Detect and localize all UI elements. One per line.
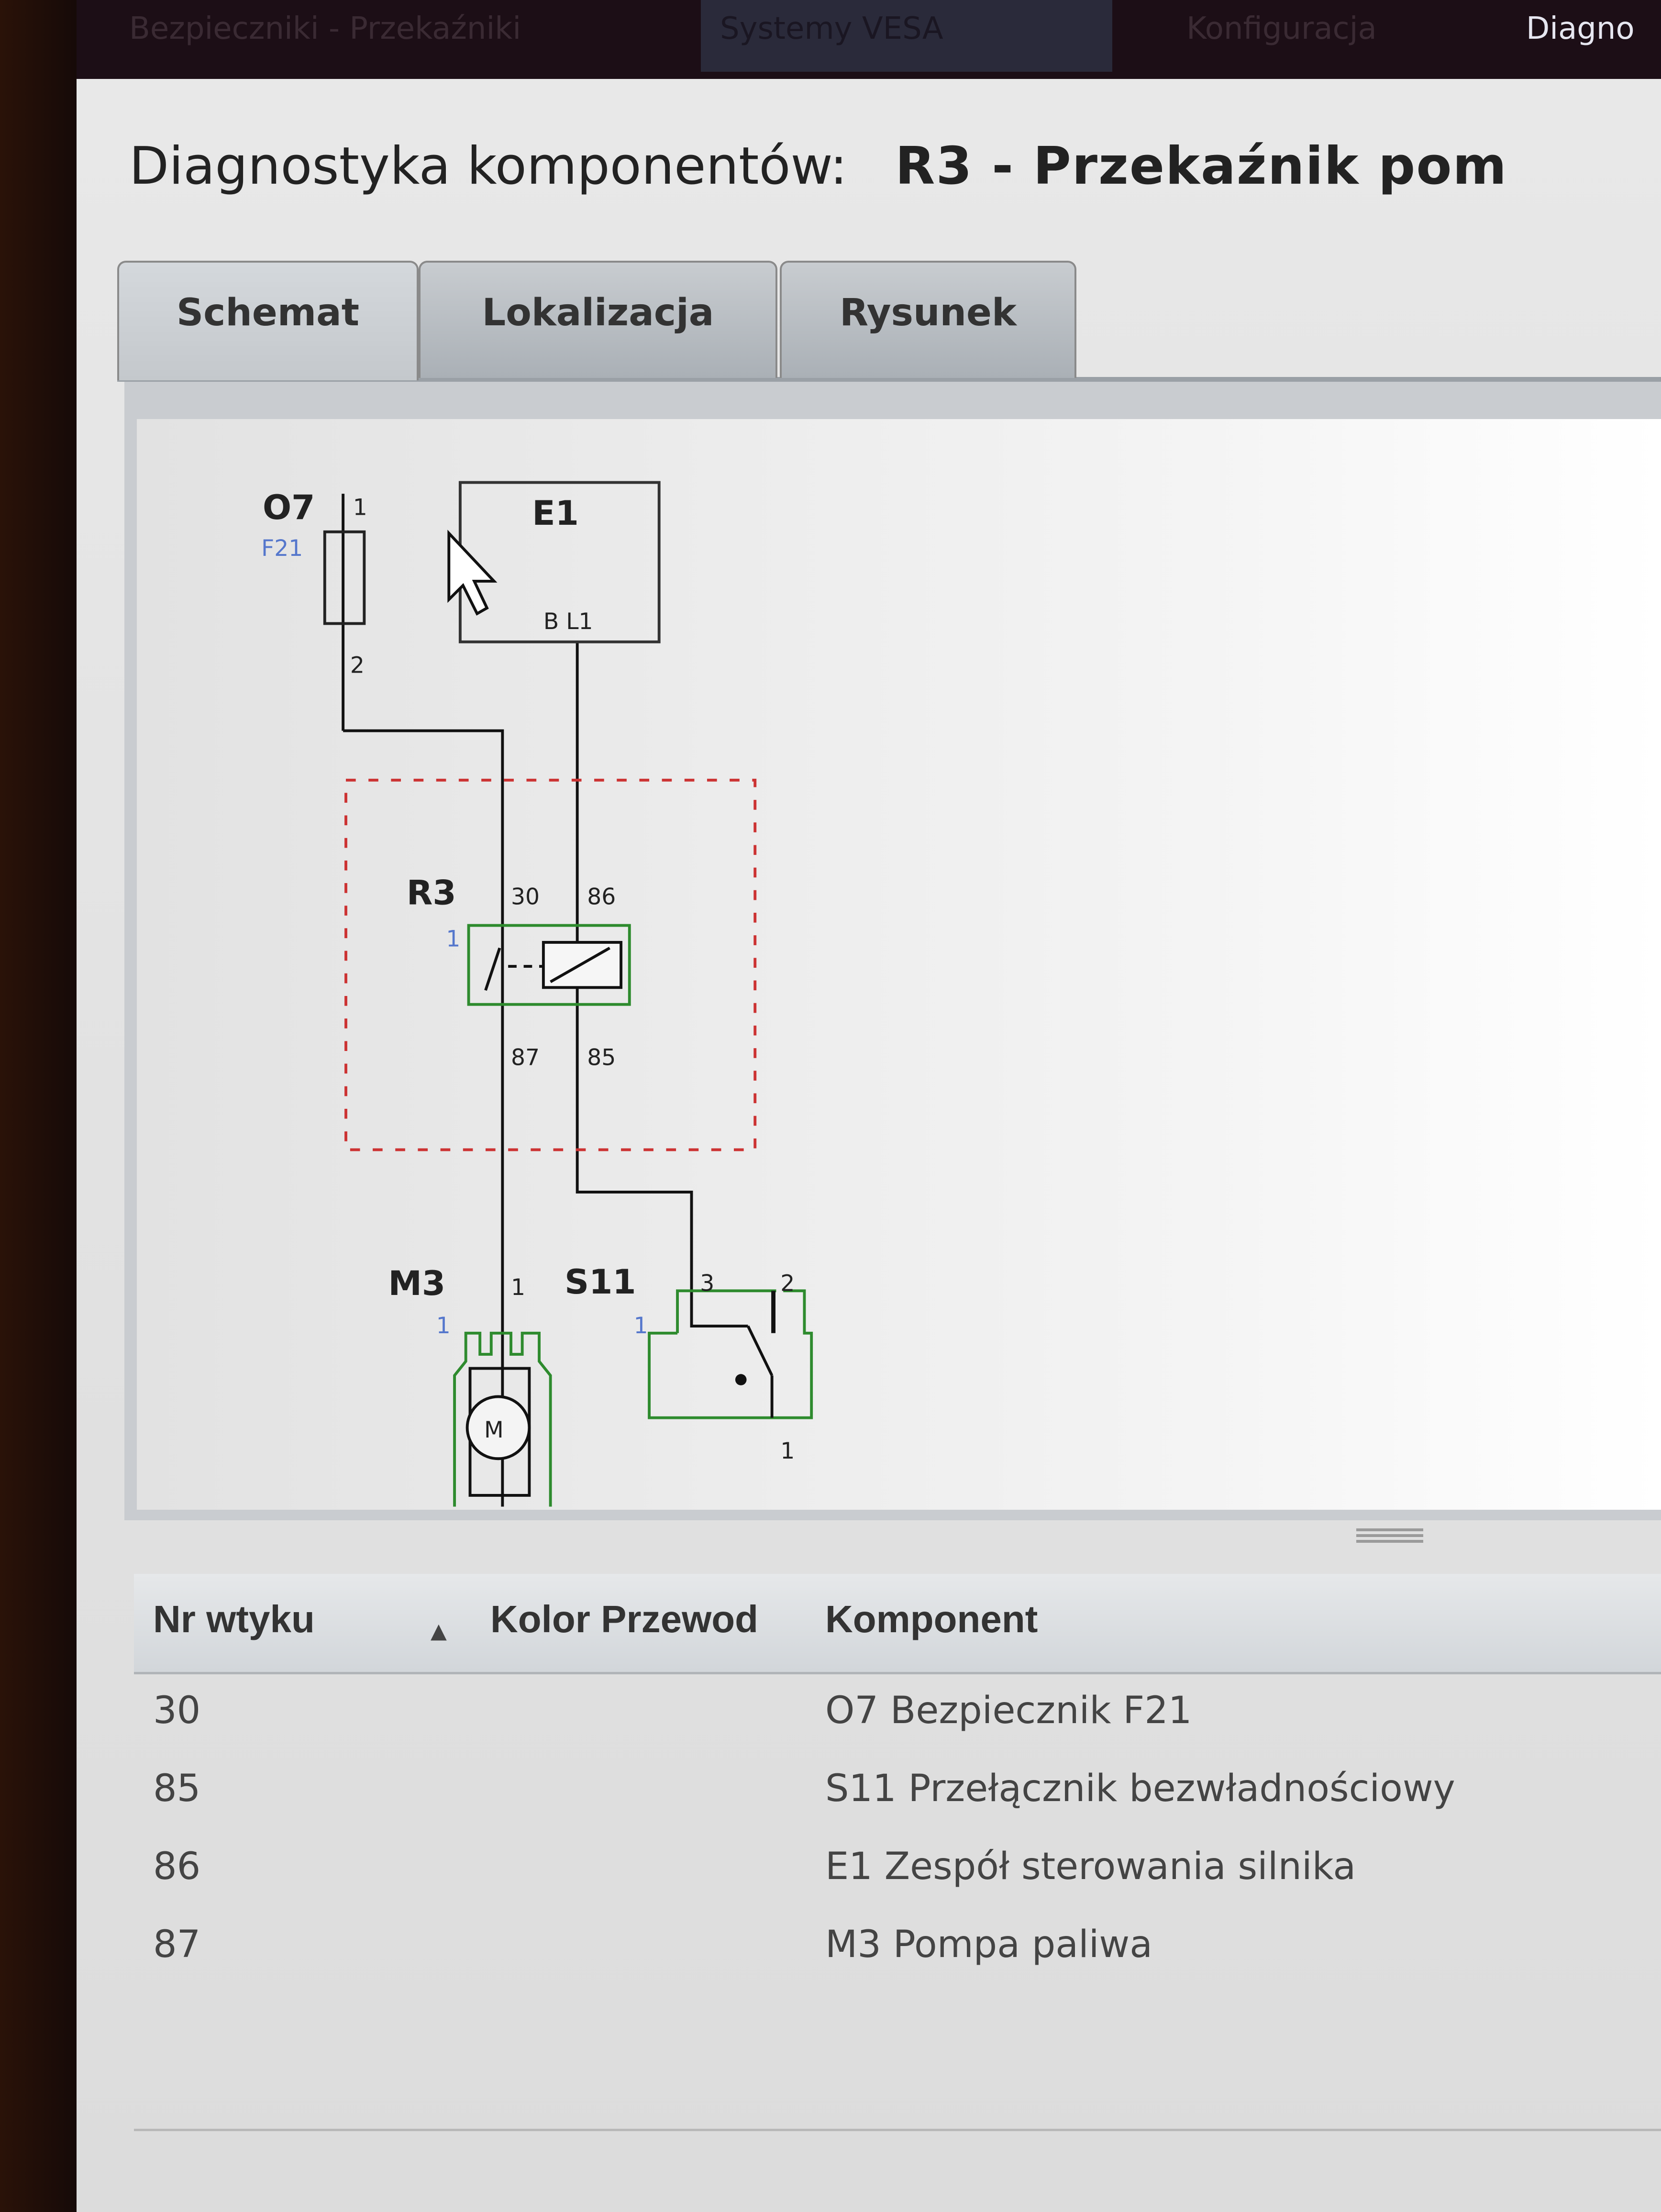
- cell-component: O7 Bezpiecznik F21: [825, 1689, 1192, 1732]
- schematic-canvas[interactable]: [137, 419, 1661, 1510]
- table-row[interactable]: 30 O7 Bezpiecznik F21: [134, 1672, 1661, 1750]
- title-prefix: Diagnostyka komponentów:: [129, 136, 848, 196]
- cell-pin: 86: [153, 1845, 201, 1888]
- top-tab-systems[interactable]: Systemy VESA: [701, 0, 1112, 72]
- cell-pin: 85: [153, 1767, 201, 1810]
- table-row[interactable]: 87 M3 Pompa paliwa: [134, 1906, 1661, 1984]
- column-header-component[interactable]: Komponent: [825, 1598, 1038, 1640]
- component-name: R3 - Przekaźnik pom: [895, 136, 1508, 196]
- tab-rysunek[interactable]: Rysunek: [780, 261, 1076, 378]
- tab-schemat[interactable]: Schemat: [117, 261, 419, 380]
- sort-ascending-icon[interactable]: ▲: [431, 1619, 447, 1643]
- column-header-pin[interactable]: Nr wtyku: [153, 1598, 315, 1640]
- screen-bezel: [0, 0, 77, 2212]
- cell-pin: 30: [153, 1689, 201, 1732]
- top-navigation: Bezpieczniki - Przekaźniki Systemy VESA …: [0, 0, 1661, 79]
- cell-component: E1 Zespół sterowania silnika: [825, 1845, 1356, 1888]
- page-title: Diagnostyka komponentów: R3 - Przekaźnik …: [129, 136, 1507, 196]
- cell-component: S11 Przełącznik bezwładnościowy: [825, 1767, 1455, 1810]
- cell-pin: 87: [153, 1923, 201, 1966]
- table-bottom-border: [134, 2129, 1661, 2131]
- tab-strip-divider: [117, 377, 1661, 382]
- top-tab-configuration[interactable]: Konfiguracja: [1186, 11, 1377, 46]
- column-header-wire-color[interactable]: Kolor Przewod: [490, 1598, 759, 1640]
- table-header: Nr wtyku ▲ Kolor Przewod Komponent: [134, 1574, 1661, 1674]
- panel-resize-handle[interactable]: [1356, 1528, 1423, 1543]
- tab-lokalizacja[interactable]: Lokalizacja: [419, 261, 777, 378]
- cell-component: M3 Pompa paliwa: [825, 1923, 1153, 1966]
- table-row[interactable]: 85 S11 Przełącznik bezwładnościowy: [134, 1750, 1661, 1828]
- table-row[interactable]: 86 E1 Zespół sterowania silnika: [134, 1828, 1661, 1906]
- top-tab-fuses-relays[interactable]: Bezpieczniki - Przekaźniki: [129, 11, 521, 46]
- top-tab-diagnostics[interactable]: Diagno: [1526, 11, 1635, 46]
